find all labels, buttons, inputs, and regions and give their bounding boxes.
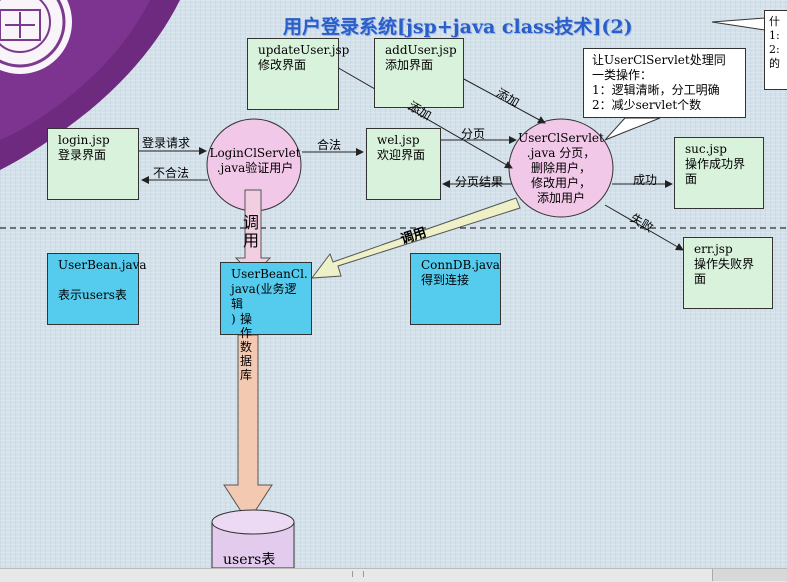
right-callout: 什 1: 2: 的 <box>764 10 787 90</box>
login-box: login.jsp 登录界面 <box>47 128 139 200</box>
scrollbar-grip[interactable] <box>352 571 364 577</box>
add-user-box: addUser.jsp 添加界面 <box>374 38 464 108</box>
suc-box: suc.jsp 操作成功界面 <box>674 137 764 209</box>
err-box: err.jsp 操作失败界面 <box>683 237 773 309</box>
user-servlet-label: UserClServlet .java 分页， 删除用户， 修改用户， 添加用户 <box>518 131 604 205</box>
arrow-update-add <box>334 65 513 169</box>
horizontal-scrollbar[interactable] <box>0 568 787 582</box>
userbean-box: UserBean.java 表示users表 <box>47 253 147 325</box>
callout-pointer <box>604 117 661 141</box>
page-title: 用户登录系统[jsp+java class技术](2) <box>283 16 633 38</box>
arrow-fail <box>604 204 684 251</box>
database-label: users表 <box>223 552 276 568</box>
thick-arrow-db-ops <box>223 334 273 523</box>
users-database <box>211 509 295 569</box>
wel-box: wel.jsp 欢迎界面 <box>366 128 441 200</box>
conndb-box: ConnDB.java 得到连接 <box>410 253 501 325</box>
scrollbar-end <box>712 569 787 581</box>
label-success: 成功 <box>633 173 658 187</box>
label-page-result: 分页结果 <box>455 175 504 189</box>
label-invalid: 不合法 <box>153 166 190 180</box>
label-login-request: 登录请求 <box>142 136 191 150</box>
label-page: 分页 <box>461 127 486 141</box>
update-user-box: updateUser.jsp 修改界面 <box>247 38 349 110</box>
arrow-add <box>461 77 546 124</box>
title-callout-pointer <box>711 17 766 31</box>
thick-arrow-call-servlet <box>310 197 521 279</box>
explanation-callout: 让UserClServlet处理同 一类操作： 1：逻辑清晰，分工明确 2：减少… <box>583 48 746 118</box>
userbeancl-box: UserBeanCl. java(业务逻辑 ) <box>220 262 312 335</box>
label-db-ops: 操 作 数 据 库 <box>240 312 253 382</box>
login-servlet-label: LoginClServlet .java验证用户 <box>209 146 301 175</box>
label-valid: 合法 <box>317 138 342 152</box>
label-call-login: 调 用 <box>243 213 260 250</box>
university-logo <box>0 0 180 170</box>
